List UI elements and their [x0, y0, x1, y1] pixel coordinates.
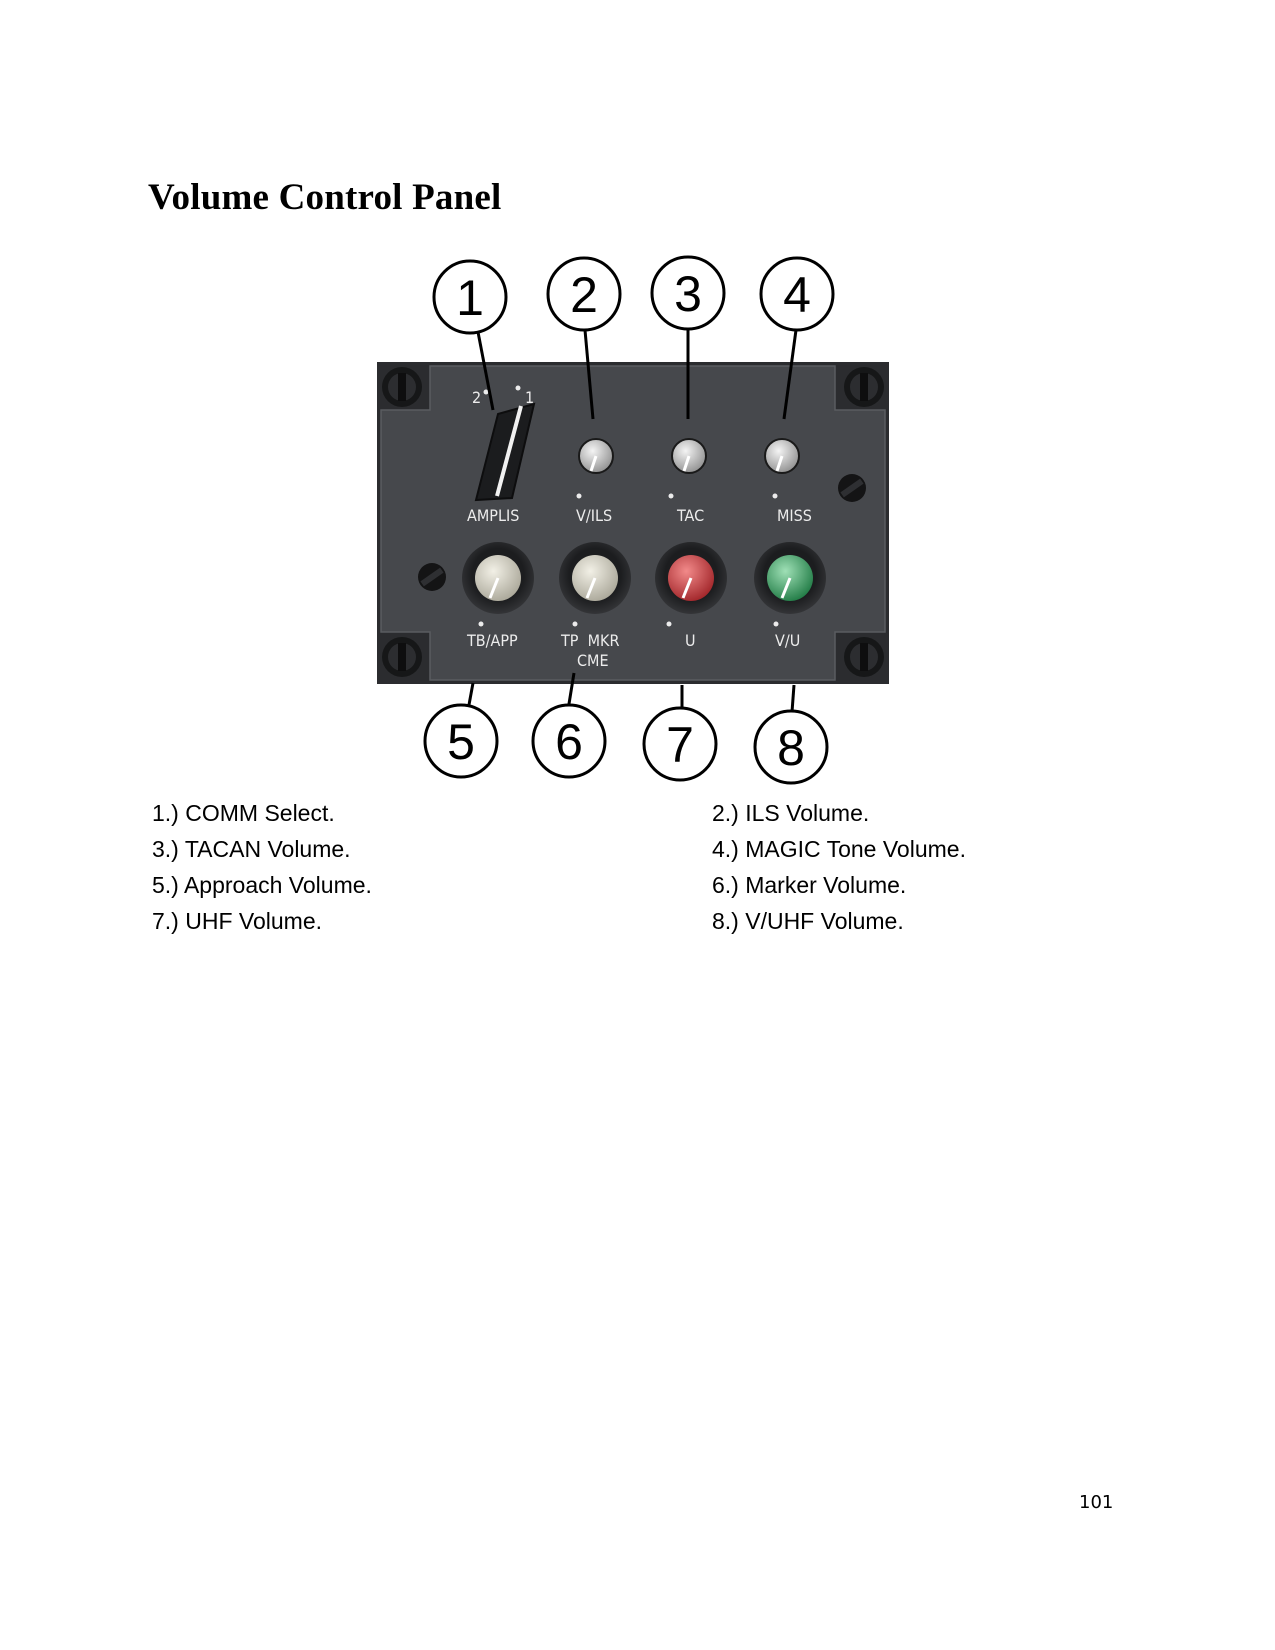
legend-item: 8.) V/UHF Volume. [712, 908, 904, 934]
vu-label: V/U [775, 631, 800, 650]
amplis-label: AMPLIS [467, 506, 519, 525]
panel-body [377, 362, 889, 684]
tbapp-label: TB/APP [466, 631, 518, 650]
cme-label: CME [577, 651, 609, 670]
volume-control-panel-figure: 2 1 AMPLIS V/ILS TAC MISS [377, 255, 889, 785]
callout-4: 4 [759, 256, 835, 332]
legend-item: 3.) TACAN Volume. [152, 836, 351, 862]
svg-text:4: 4 [783, 267, 811, 323]
callout-7: 7 [642, 706, 718, 782]
legend-item: 4.) MAGIC Tone Volume. [712, 836, 966, 862]
marker-volume-knob[interactable] [559, 542, 631, 614]
tp-mkr-label: TP MKR [560, 631, 619, 650]
svg-text:6: 6 [555, 714, 583, 770]
uhf-volume-knob[interactable] [655, 542, 727, 614]
panel-screw-icon [838, 474, 866, 502]
callout-3: 3 [650, 255, 726, 331]
tac-label: TAC [676, 506, 704, 525]
callout-2: 2 [546, 256, 622, 332]
callout-1: 1 [432, 259, 508, 335]
svg-text:5: 5 [447, 714, 475, 770]
legend-item: 6.) Marker Volume. [712, 872, 907, 898]
magic-tone-volume-knob[interactable] [764, 438, 800, 474]
svg-text:1: 1 [456, 270, 484, 326]
corner-screw-icon [844, 367, 884, 407]
svg-text:8: 8 [777, 720, 805, 776]
comm-select-switch[interactable] [474, 402, 536, 502]
page-number: 101 [1079, 1492, 1114, 1513]
svg-text:2: 2 [570, 267, 598, 323]
switch-position-2-label: 2 [472, 388, 481, 407]
callout-5: 5 [423, 703, 499, 779]
callout-8: 8 [753, 709, 829, 785]
page-title: Volume Control Panel [148, 177, 502, 218]
legend-item: 2.) ILS Volume. [712, 800, 870, 826]
switch-position-1-label: 1 [525, 388, 534, 407]
legend-list: 1.) COMM Select. 2.) ILS Volume. 3.) TAC… [152, 800, 1052, 935]
svg-text:3: 3 [674, 266, 702, 322]
u-label: U [685, 631, 696, 650]
miss-label: MISS [777, 506, 812, 525]
vuhf-volume-knob[interactable] [754, 542, 826, 614]
callout-6: 6 [531, 703, 607, 779]
svg-text:7: 7 [666, 717, 694, 773]
tacan-volume-knob[interactable] [671, 438, 707, 474]
legend-item: 1.) COMM Select. [152, 800, 335, 826]
corner-screw-icon [382, 637, 422, 677]
panel-screw-icon [418, 563, 446, 591]
ils-volume-knob[interactable] [578, 438, 614, 474]
approach-volume-knob[interactable] [462, 542, 534, 614]
vils-label: V/ILS [576, 506, 612, 525]
legend-item: 7.) UHF Volume. [152, 908, 322, 934]
corner-screw-icon [382, 367, 422, 407]
legend-item: 5.) Approach Volume. [152, 872, 372, 898]
corner-screw-icon [844, 637, 884, 677]
